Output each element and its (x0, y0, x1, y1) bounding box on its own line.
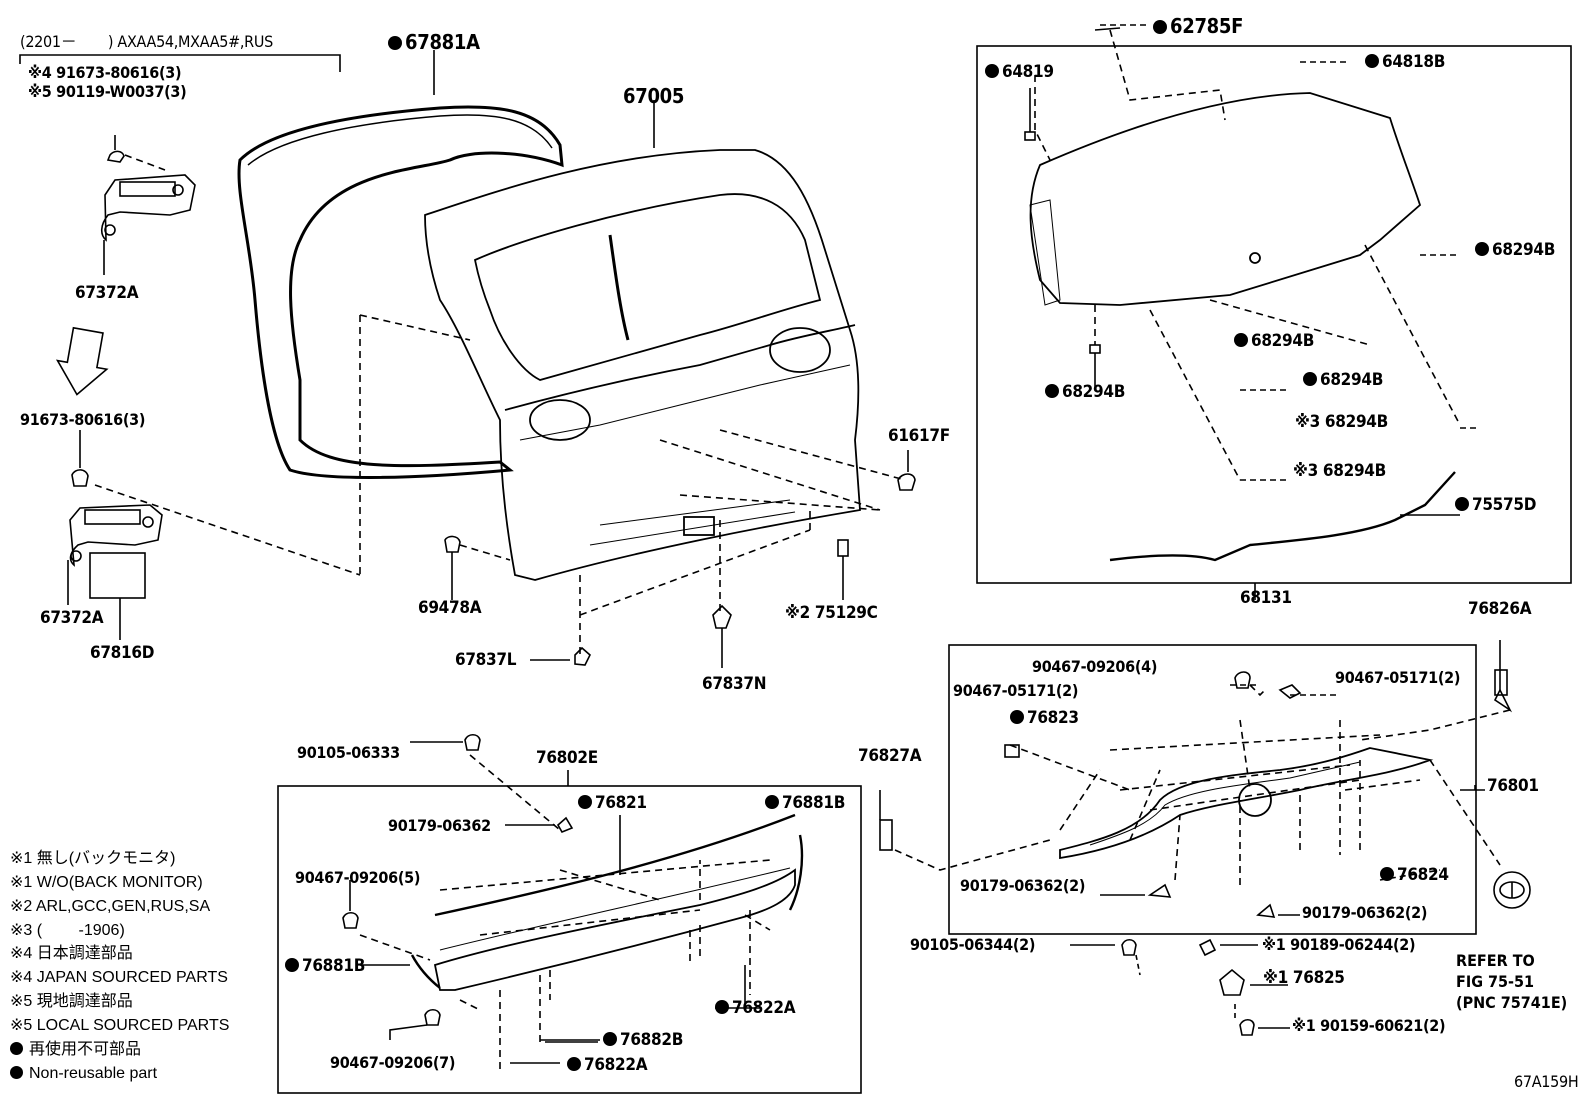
weatherstrip-67881A (237, 105, 564, 479)
back-door-panel-67005 (424, 149, 861, 581)
part-label[interactable]: 67005 (623, 84, 685, 108)
part-label[interactable]: 68294B (1475, 242, 1555, 259)
part-label[interactable]: 64819 (985, 64, 1054, 81)
part-label[interactable]: 90105-06344(2) (910, 935, 1036, 954)
non-reusable-dot-icon (1365, 54, 1379, 68)
non-reusable-dot-icon (1475, 242, 1489, 256)
non-reusable-dot-icon (1234, 333, 1248, 347)
part-label[interactable]: 76826A (1468, 599, 1532, 619)
legend-note: ※1 無し(バックモニタ) (10, 850, 176, 867)
part-label[interactable]: 76881B (765, 795, 845, 812)
label-sheet-67816D (89, 552, 146, 599)
legend-note: ※3 ( -1906) (10, 922, 125, 939)
hinge-bottom (67, 504, 163, 605)
part-label[interactable]: 64818B (1365, 54, 1445, 71)
part-label[interactable]: 69478A (418, 598, 482, 618)
non-reusable-dot-icon (1380, 867, 1394, 881)
part-label[interactable]: 67372A (75, 283, 139, 303)
non-reusable-dot-icon (715, 1000, 729, 1014)
note-91673: ※4 91673-80616(3) (28, 63, 182, 82)
non-reusable-dot-icon (985, 64, 999, 78)
molding-75575D (1109, 471, 1456, 562)
reference-line: (PNC 75741E) (1456, 993, 1568, 1012)
part-label[interactable]: 62785F (1153, 16, 1243, 36)
part-label[interactable]: 68294B (1303, 372, 1383, 389)
non-reusable-dot-icon (10, 1042, 23, 1055)
non-reusable-dot-icon (285, 958, 299, 972)
part-label[interactable]: 76821 (578, 795, 647, 812)
garnish-76801 (1059, 747, 1434, 860)
part-label[interactable]: 61617F (888, 426, 950, 446)
part-label[interactable]: 67837L (455, 650, 517, 670)
part-label[interactable]: 90179-06362(2) (1302, 903, 1428, 922)
part-label[interactable]: 76882B (603, 1032, 683, 1049)
part-label[interactable]: 76881B (285, 958, 365, 975)
legend-note: ※5 LOCAL SOURCED PARTS (10, 1017, 230, 1034)
part-label[interactable]: 76823 (1010, 710, 1079, 727)
reference-line: REFER TO (1456, 951, 1535, 970)
arrow-icon (55, 326, 109, 396)
reference-line: FIG 75-51 (1456, 972, 1535, 991)
reference-note[interactable]: REFER TO FIG 75-51 (PNC 75741E) (1456, 950, 1567, 1013)
emblem-75741E (1493, 871, 1531, 909)
legend-note: Non-reusable part (10, 1066, 157, 1082)
applicability-text: (2201－ ) AXAA54,MXAA5#,RUS (20, 32, 273, 51)
part-label[interactable]: 76822A (715, 1000, 796, 1017)
figure-code: 67A159H (1514, 1072, 1579, 1091)
part-label[interactable]: 90467-09206(5) (295, 868, 421, 887)
part-label[interactable]: 76824 (1380, 867, 1449, 884)
non-reusable-dot-icon (765, 795, 779, 809)
part-label[interactable]: 90467-05171(2) (953, 681, 1079, 700)
part-label[interactable]: 75575D (1455, 497, 1536, 514)
hinge-top (100, 135, 196, 275)
garnish-76802E (433, 867, 796, 991)
back-glass-68131 (1029, 92, 1422, 306)
legend-note: ※4 JAPAN SOURCED PARTS (10, 969, 228, 986)
non-reusable-dot-icon (567, 1057, 581, 1071)
part-label[interactable]: 90467-09206(4) (1032, 657, 1158, 676)
part-label[interactable]: 76801 (1487, 776, 1539, 796)
non-reusable-dot-icon (1045, 384, 1059, 398)
part-label[interactable]: 90105-06333 (297, 743, 400, 762)
part-label[interactable]: 68294B (1045, 384, 1125, 401)
legend-note: ※4 日本調達部品 (10, 945, 133, 962)
part-label[interactable]: 76802E (536, 748, 598, 768)
lower-garnish-box (277, 785, 862, 1094)
non-reusable-dot-icon (603, 1032, 617, 1046)
part-label[interactable]: 68294B (1234, 333, 1314, 350)
part-label[interactable]: 76827A (858, 746, 922, 766)
part-label[interactable]: ※1 76825 (1263, 968, 1345, 988)
part-label[interactable]: 76822A (567, 1057, 648, 1074)
part-label[interactable]: 90467-09206(7) (330, 1053, 456, 1072)
note-90119: ※5 90119-W0037(3) (28, 82, 187, 101)
strip-76821 (434, 813, 796, 917)
part-label[interactable]: ※1 90189-06244(2) (1262, 935, 1416, 954)
part-label[interactable]: 90179-06362(2) (960, 876, 1086, 895)
legend-note: ※1 W/O(BACK MONITOR) (10, 874, 203, 891)
part-label[interactable]: 90467-05171(2) (1335, 668, 1461, 687)
part-label[interactable]: ※1 90159-60621(2) (1292, 1016, 1446, 1035)
non-reusable-dot-icon (1010, 710, 1024, 724)
glass-group-box (976, 45, 1572, 584)
part-label[interactable]: 67881A (388, 32, 480, 52)
non-reusable-dot-icon (1153, 20, 1167, 34)
legend-note: ※2 ARL,GCC,GEN,RUS,SA (10, 898, 211, 915)
part-label[interactable]: 67372A (40, 608, 104, 628)
part-label[interactable]: 67816D (90, 643, 155, 663)
part-label[interactable]: ※3 68294B (1293, 461, 1386, 481)
legend-note: 再使用不可部品 (10, 1042, 141, 1058)
non-reusable-dot-icon (578, 795, 592, 809)
non-reusable-dot-icon (1455, 497, 1469, 511)
part-label[interactable]: 90179-06362 (388, 816, 491, 835)
legend-note: ※5 現地調達部品 (10, 993, 133, 1010)
non-reusable-dot-icon (10, 1066, 23, 1079)
part-label[interactable]: ※2 75129C (785, 603, 878, 623)
part-label[interactable]: 91673-80616(3) (20, 410, 146, 429)
part-label[interactable]: 68131 (1240, 588, 1292, 608)
non-reusable-dot-icon (388, 36, 402, 50)
non-reusable-dot-icon (1303, 372, 1317, 386)
part-label[interactable]: 67837N (702, 674, 767, 694)
part-label[interactable]: ※3 68294B (1295, 412, 1388, 432)
